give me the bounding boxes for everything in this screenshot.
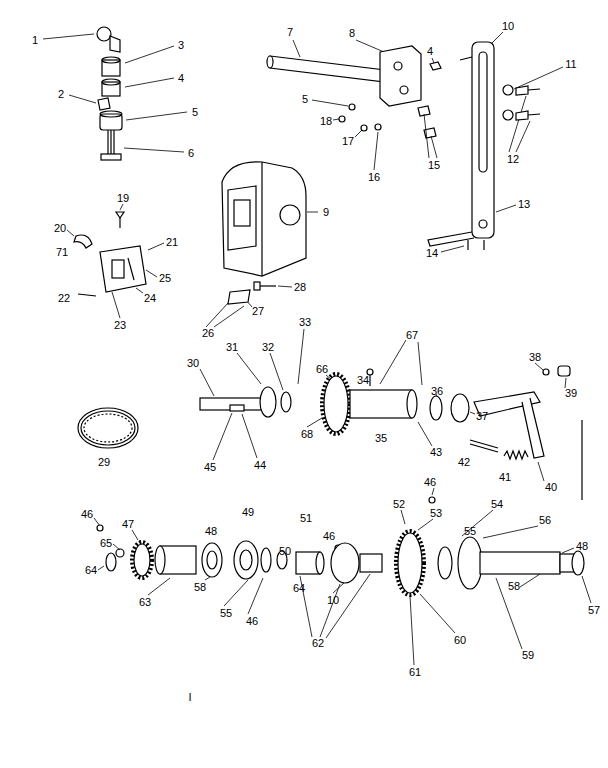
callout-number: 64 [85,565,97,576]
callout-number: 25 [159,273,171,284]
callout-number: 35 [375,433,387,444]
callout-number: 45 [204,462,216,473]
callout-number: 24 [144,293,156,304]
callout-number: 46 [246,616,258,627]
callout-number: 1 [32,35,38,46]
callout-number: 50 [279,546,291,557]
leader-lines [43,32,591,665]
callout-number: 56 [539,515,551,526]
callout-number: 2 [58,89,64,100]
callout-number: 5 [192,107,198,118]
callout-number: 11 [565,59,576,70]
callout-number: 34 [357,375,369,386]
callout-number: 49 [242,507,254,518]
callout-number: 9 [323,207,329,218]
callout-number: 27 [252,306,264,317]
callout-number: 48 [205,526,217,537]
callout-number: 41 [499,472,511,483]
callout-number: 8 [349,28,355,39]
callout-number: 58 [508,581,520,592]
callout-number: 68 [301,429,313,440]
callout-number: 19 [117,193,129,204]
callout-number: 16 [368,172,380,183]
callout-number: 63 [139,597,151,608]
callout-number: 67 [406,330,418,341]
callout-number: 28 [294,282,306,293]
callout-number: 36 [431,386,443,397]
callout-number: 52 [393,499,405,510]
callout-number: 47 [122,519,134,530]
callout-number: 14 [426,248,438,259]
callout-number: 29 [98,457,110,468]
callout-number: 26 [202,328,214,339]
callout-number: 30 [187,358,199,369]
callout-number: 40 [545,482,557,493]
callout-number: 33 [299,317,311,328]
callout-number: 58 [194,582,206,593]
drive-belt [78,408,138,448]
callout-number: 23 [114,320,126,331]
callout-number: 42 [458,457,470,468]
crank-shaft-assembly [200,366,582,500]
callout-number: 3 [178,40,184,51]
callout-number: 46 [81,509,93,520]
callout-number: 17 [342,136,354,147]
callout-number: 54 [491,499,503,510]
callout-number: 4 [427,46,433,57]
callout-number: 15 [428,160,440,171]
callout-number: 12 [507,154,519,165]
callout-number: 62 [312,638,324,649]
gear-train-assembly [97,497,584,595]
callout-number: 20 [54,223,66,234]
callout-number: 13 [518,199,530,210]
arm-rod-and-link [267,42,540,250]
callout-number: 32 [262,342,274,353]
callout-number: 31 [226,342,238,353]
callout-number: 6 [188,148,194,159]
switch-assembly [74,212,146,296]
callout-number: 66 [316,364,328,375]
callout-number: 59 [522,650,534,661]
knob-assembly [97,27,122,160]
callout-number: 53 [430,508,442,519]
callout-number: 60 [454,635,466,646]
callout-number: I [188,692,191,703]
callout-number: 7 [287,27,293,38]
callout-number: 61 [409,667,421,678]
callout-number: 51 [300,513,312,524]
callout-number: 43 [430,447,442,458]
callout-number: 4 [178,73,184,84]
motor-housing [222,162,306,304]
callout-number: 39 [565,388,577,399]
callout-number: 48 [576,541,588,552]
callout-number: 55 [220,608,232,619]
callout-number: 21 [166,237,178,248]
callout-number: 10 [502,21,514,32]
callout-number: 46 [323,531,335,542]
callout-number: 5 [302,94,308,105]
callout-number: 18 [320,116,332,127]
callout-number: 65 [100,538,112,549]
callout-number: 37 [476,411,488,422]
callout-number: 71 [56,247,68,258]
callout-number: 22 [58,293,70,304]
callout-number: 57 [588,605,600,616]
callout-number: 44 [254,460,266,471]
callout-number: 38 [529,352,541,363]
callout-number: 10 [327,595,339,606]
callout-number: 46 [424,477,436,488]
callout-number: 64 [293,583,305,594]
callout-number: 55 [464,526,476,537]
